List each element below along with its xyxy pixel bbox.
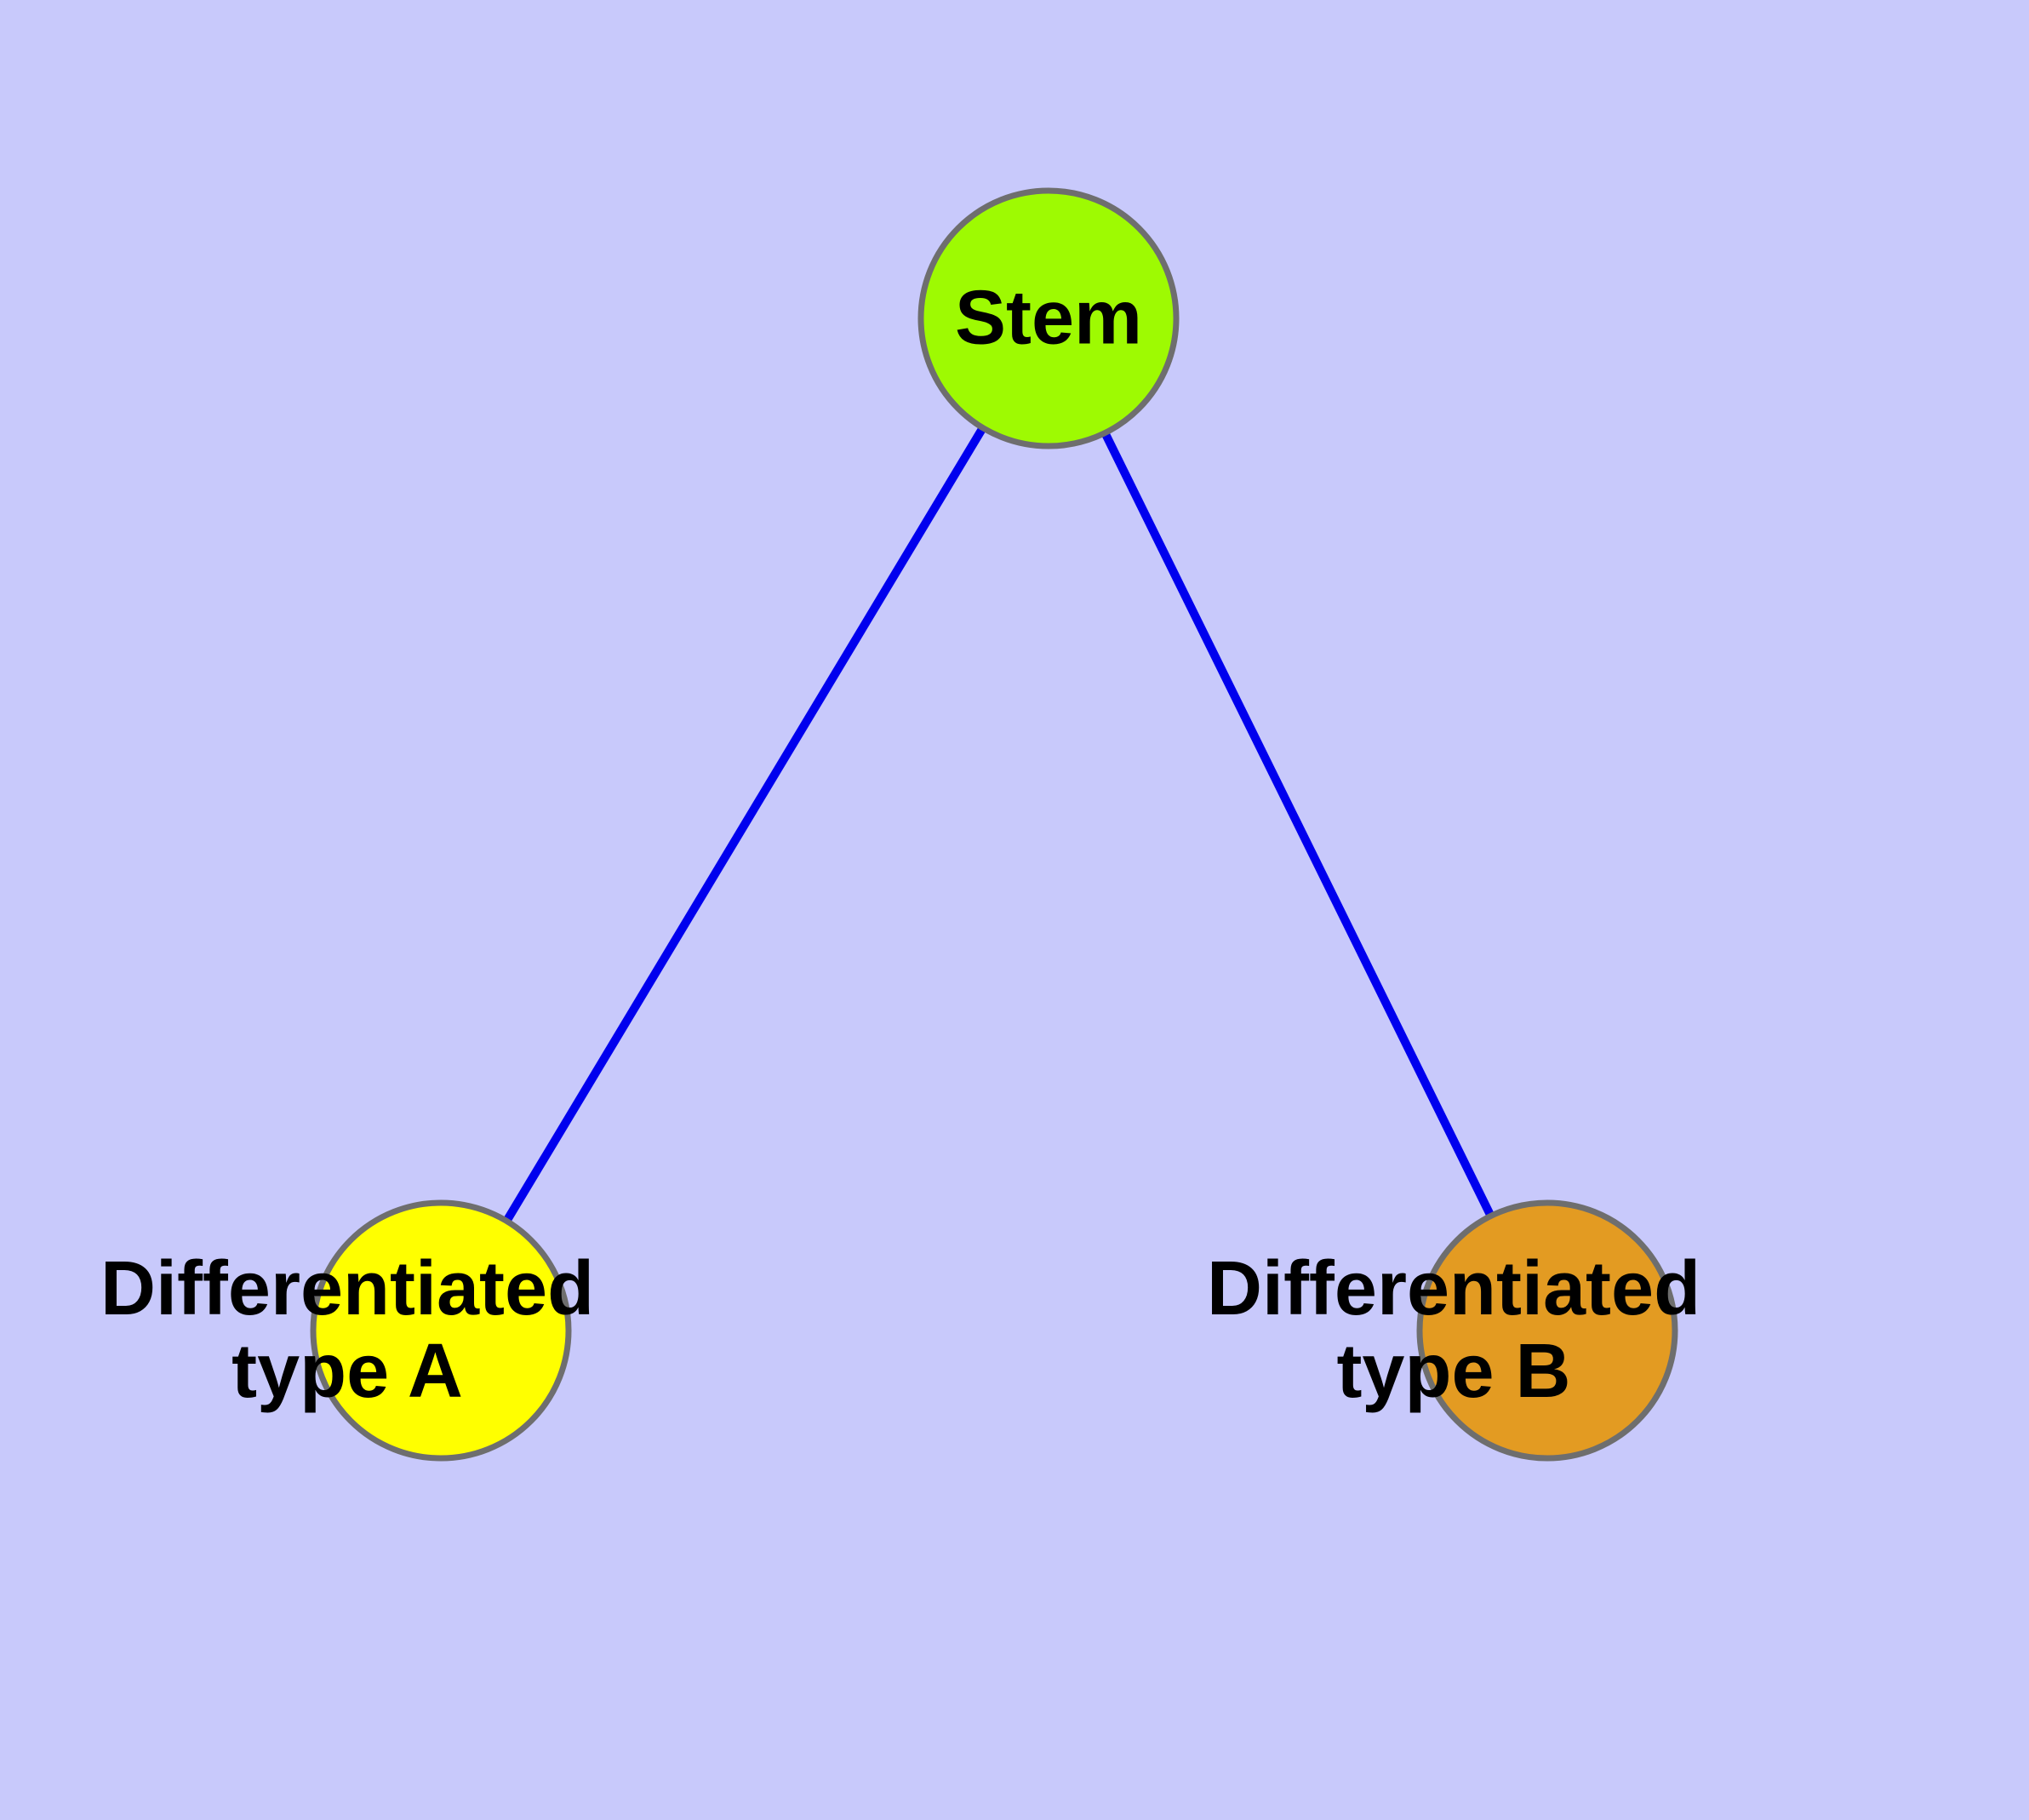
graph-node-stem[interactable] <box>917 187 1180 449</box>
node-layer <box>310 187 1678 1462</box>
graph-node-diff_b[interactable] <box>1416 1199 1678 1462</box>
edge-layer <box>503 426 1495 1222</box>
graph-node-diff_a[interactable] <box>310 1199 572 1462</box>
graph-edge <box>1101 432 1495 1216</box>
graph-edge <box>503 426 986 1222</box>
